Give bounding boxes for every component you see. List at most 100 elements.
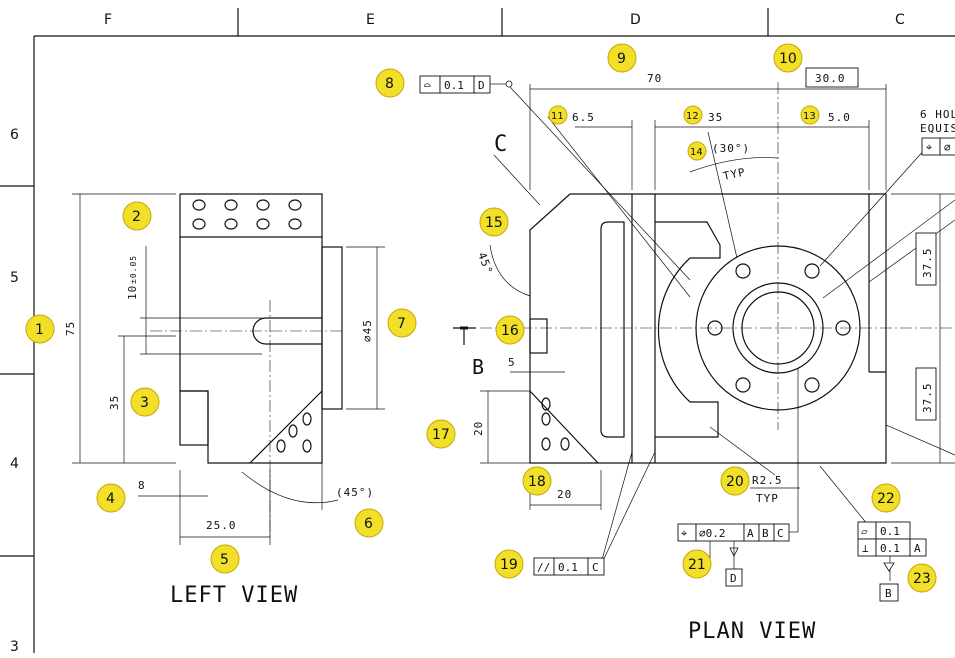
balloon-12: 12 [683, 105, 703, 125]
balloon-9: 9 [607, 43, 637, 73]
balloon-10: 10 [773, 43, 803, 73]
balloon-23: 23 [907, 563, 937, 593]
fcf-22-perp-value: 0.1 [880, 542, 900, 555]
svg-text:3: 3 [140, 395, 149, 411]
svg-text:1: 1 [35, 322, 44, 338]
balloon-5: 5 [210, 544, 240, 574]
holes-note-line-2: EQUIS [920, 122, 955, 135]
dim-5: 5 [508, 356, 516, 369]
fcf-21-datum-c: C [777, 527, 784, 540]
svg-text:7: 7 [397, 316, 406, 332]
svg-text:14: 14 [690, 147, 703, 158]
dim-35-left: 35 [108, 395, 121, 410]
plan-view-geometry [453, 82, 955, 464]
balloon-19: 19 [494, 549, 524, 579]
dim-37-5-upper-box [915, 232, 937, 286]
zone-label-d: D [630, 12, 641, 28]
balloon-21: 21 [682, 549, 712, 579]
fcf-flatness-perpendicularity: ▱ 0.1 ⊥ 0.1 A B [857, 521, 927, 602]
fcf-19-value: 0.1 [558, 561, 578, 574]
zone-label-3: 3 [10, 639, 19, 653]
balloon-20: 20 [720, 466, 750, 496]
balloon-18: 18 [522, 466, 552, 496]
dim-37-5-upper: 37.5 [921, 248, 934, 279]
holes-note-line-1: 6 HOL [920, 108, 955, 121]
balloon-14: 14 [687, 141, 707, 161]
fcf-8-value: 0.1 [444, 79, 464, 92]
balloon-2: 2 [122, 201, 152, 231]
fcf-8-symbol: ⌓ [424, 79, 431, 92]
svg-text:16: 16 [501, 323, 519, 339]
balloon-8: 8 [375, 68, 405, 98]
svg-text:5: 5 [220, 552, 229, 568]
dim-8: 8 [138, 479, 146, 492]
svg-text:11: 11 [551, 111, 564, 122]
balloon-6: 6 [354, 508, 384, 538]
svg-text:4: 4 [106, 491, 115, 507]
fcf-22-perp-symbol: ⊥ [862, 542, 869, 555]
dim-30-box [805, 67, 859, 88]
fcf-22-flatness-value: 0.1 [880, 525, 900, 538]
zone-label-f: F [104, 12, 112, 28]
left-view-title: LEFT VIEW [170, 583, 298, 608]
svg-text:20: 20 [726, 474, 744, 490]
svg-text:9: 9 [617, 51, 626, 67]
svg-text:22: 22 [877, 491, 895, 507]
plan-view-title: PLAN VIEW [688, 619, 816, 644]
fcf-19-symbol: // [537, 561, 550, 574]
svg-text:10: 10 [779, 51, 797, 67]
zone-label-e: E [366, 12, 375, 28]
fcf-position: ⌖ ⌀0.2 A B C D [677, 523, 790, 587]
svg-text:15: 15 [485, 215, 503, 231]
dim-r2-5: R2.5 [752, 474, 783, 487]
balloon-3: 3 [130, 387, 160, 417]
fcf-21-datum-b: B [762, 527, 769, 540]
svg-text:21: 21 [688, 557, 706, 573]
plan-view-dimension-lines [480, 84, 955, 581]
dim-30-deg-typ: TYP [722, 165, 747, 182]
dim-35-plan: 35 [708, 111, 723, 124]
datum-b-label: B [885, 587, 892, 600]
fcf-profile-surface: ⌓ 0.1 D [419, 75, 491, 94]
svg-text:13: 13 [803, 111, 816, 122]
left-view-holes [192, 199, 312, 453]
dim-20-vert: 20 [472, 421, 485, 436]
dim-10: 10 [126, 285, 139, 300]
balloon-7: 7 [387, 308, 417, 338]
fcf-21-symbol: ⌖ [681, 527, 687, 540]
svg-text:12: 12 [686, 111, 699, 122]
zone-label-4: 4 [10, 456, 19, 472]
fcf-parallelism: // 0.1 C [533, 557, 605, 576]
dim-30-deg: (30°) [712, 142, 750, 155]
dim-37-5-lower: 37.5 [921, 383, 934, 414]
balloon-4: 4 [96, 483, 126, 513]
fcf-8-datum: D [478, 79, 485, 92]
left-view-dimension-lines [72, 193, 385, 545]
left-view-geometry [150, 193, 345, 540]
dim-10-tolerance: ±0.05 [129, 255, 138, 284]
balloon-1: 1 [25, 314, 55, 344]
dim-5-0: 5.0 [828, 111, 851, 124]
svg-text:6: 6 [364, 516, 373, 532]
fcf-22-flatness-symbol: ▱ [861, 525, 868, 538]
svg-text:23: 23 [913, 571, 931, 587]
fcf-19-datum: C [592, 561, 599, 574]
fcf-22-perp-datum: A [914, 542, 921, 555]
hole-position-fcf: ⌖ ⌀ [921, 137, 955, 156]
dim-25: 25.0 [206, 519, 237, 532]
section-label-c: C [494, 132, 507, 157]
dim-30: 30.0 [815, 72, 846, 85]
svg-text:19: 19 [500, 557, 518, 573]
balloon-11: 11 [548, 105, 568, 125]
balloon-17: 17 [426, 419, 456, 449]
svg-text:18: 18 [528, 474, 546, 490]
fcf-21-datum-a: A [747, 527, 754, 540]
dim-75: 75 [64, 321, 77, 336]
fcf-21-value: ⌀0.2 [699, 527, 726, 540]
zone-label-c: C [895, 12, 905, 28]
svg-text:17: 17 [432, 427, 450, 443]
svg-text:2: 2 [132, 209, 141, 225]
svg-text:8: 8 [385, 76, 394, 92]
